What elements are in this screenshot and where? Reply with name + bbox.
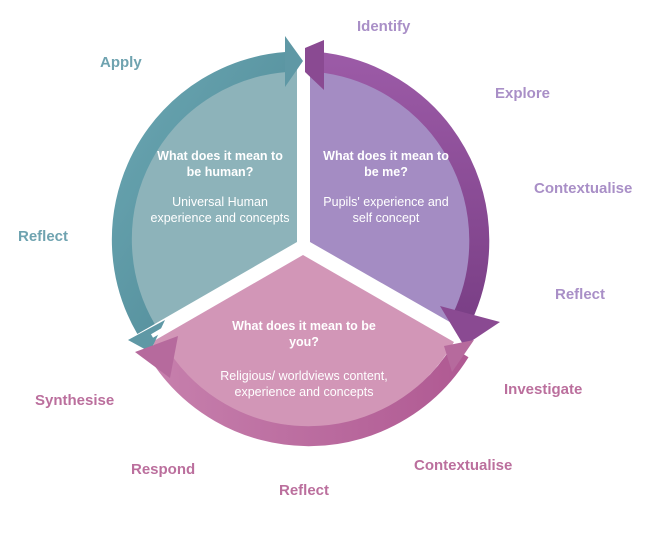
label-reflect-teal: Reflect (18, 228, 69, 245)
segment-you-text: What does it mean to be you? Religious/ … (216, 318, 392, 400)
arrow-purple-head (440, 306, 500, 346)
segment-me-description: Pupils' experience and self concept (323, 195, 449, 225)
label-investigate: Investigate (504, 381, 583, 398)
arrow-teal-head (285, 36, 303, 87)
arrow-pink-tail (444, 340, 474, 372)
arrow-purple-tail (305, 40, 324, 90)
label-synthesise: Synthesise (35, 392, 115, 409)
segment-human-text: What does it mean to be human? Universal… (150, 148, 290, 226)
arrow-teal-arc (111, 52, 287, 335)
segment-me-question: What does it mean to be me? (323, 149, 449, 179)
segment-me-text: What does it mean to be me? Pupils' expe… (318, 148, 454, 226)
segment-you (152, 255, 454, 430)
label-identify: Identify (357, 18, 411, 35)
arrow-pink-head (135, 336, 178, 378)
label-explore: Explore (495, 85, 551, 102)
label-contextualise-purple: Contextualise (534, 180, 633, 197)
segment-you-description: Religious/ worldviews content, experienc… (220, 369, 388, 399)
segment-human-question: What does it mean to be human? (157, 149, 283, 179)
label-reflect-purple: Reflect (555, 286, 606, 303)
label-respond: Respond (131, 461, 196, 478)
segment-you-question: What does it mean to be you? (232, 319, 376, 349)
segment-human-description: Universal Human experience and concepts (150, 195, 290, 225)
segment-divider (150, 70, 457, 338)
label-contextualise-pink: Contextualise (414, 457, 513, 474)
arrow-teal-tail (128, 320, 165, 352)
label-apply: Apply (100, 54, 142, 71)
arrow-pink-arc (151, 346, 469, 447)
label-reflect-pink: Reflect (279, 482, 330, 499)
arrow-purple-arc (316, 52, 490, 323)
